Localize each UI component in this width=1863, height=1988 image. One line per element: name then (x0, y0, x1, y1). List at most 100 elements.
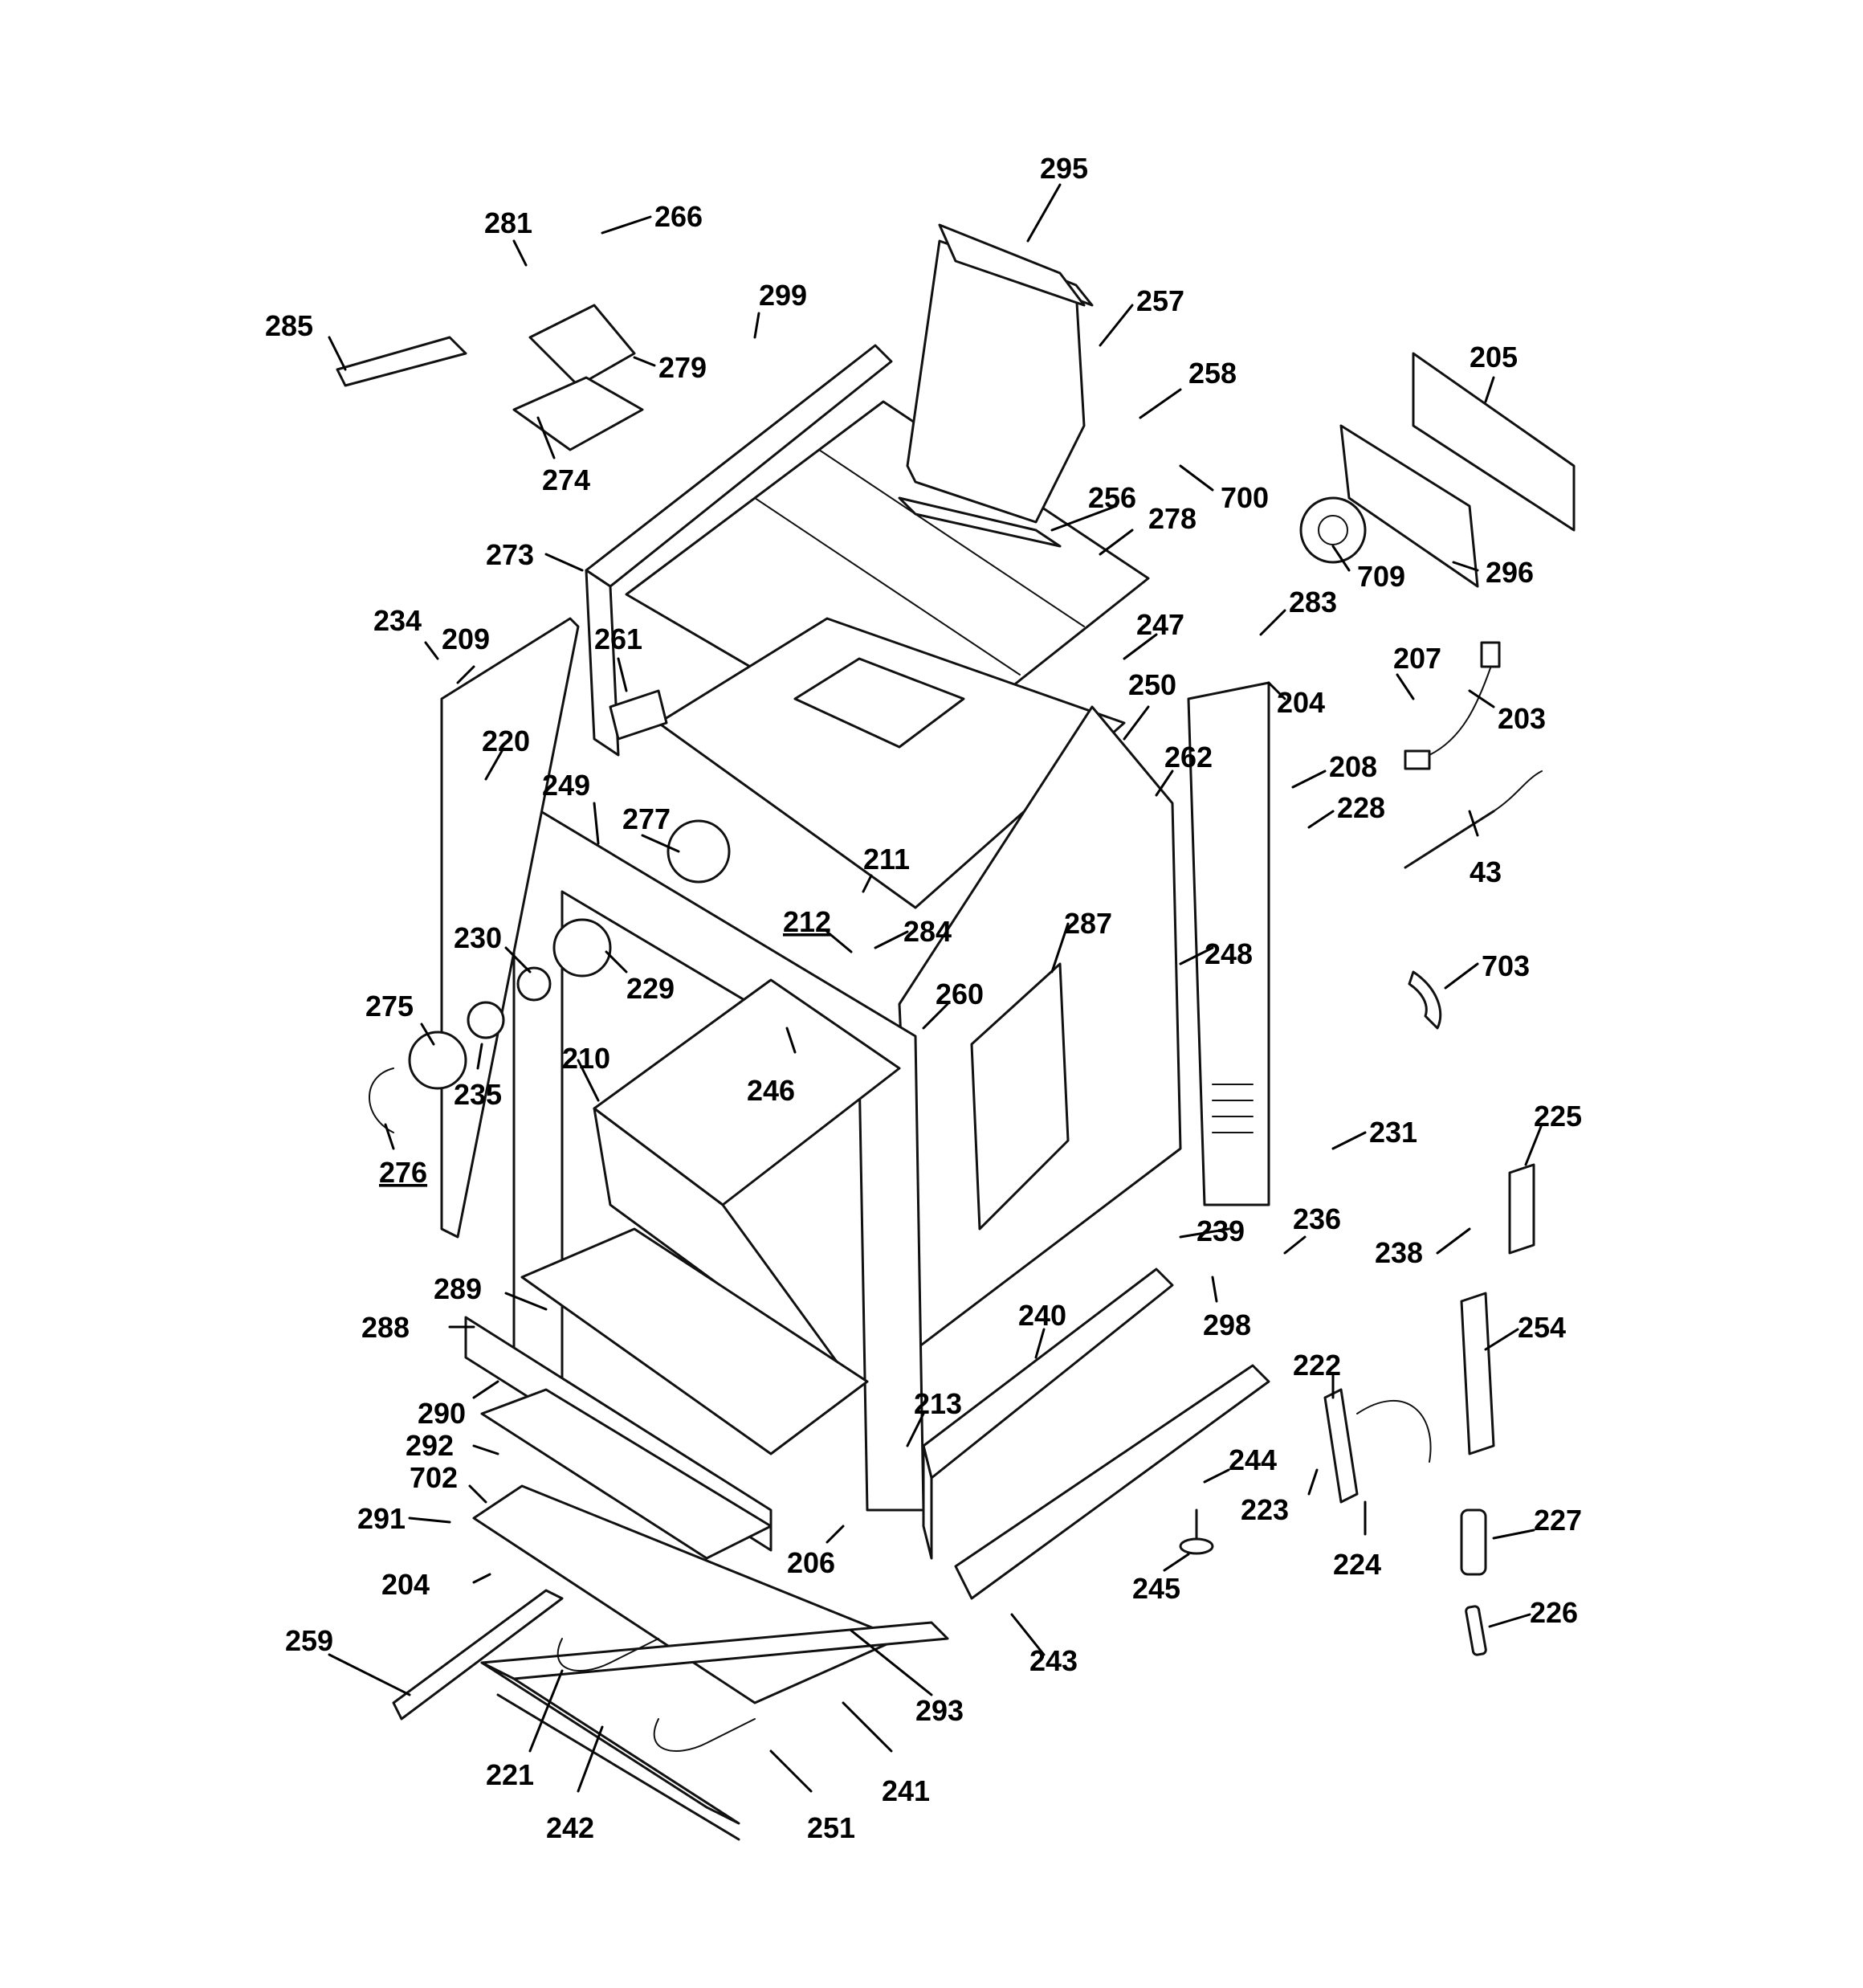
label-281: 281 (484, 206, 532, 239)
label-283: 283 (1289, 586, 1337, 618)
part-226-link (1465, 1605, 1487, 1656)
label-225: 225 (1534, 1100, 1582, 1133)
label-222: 222 (1293, 1349, 1341, 1382)
label-292: 292 (406, 1429, 454, 1462)
label-220: 220 (482, 725, 530, 757)
label-709: 709 (1357, 560, 1405, 593)
label-238: 238 (1375, 1236, 1423, 1269)
label-277: 277 (622, 802, 671, 835)
label-256: 256 (1088, 481, 1136, 514)
part-261-heat-shield (609, 689, 668, 741)
part-276-wire-clip (369, 1067, 394, 1133)
label-210: 210 (562, 1042, 610, 1075)
label-245: 245 (1132, 1572, 1180, 1605)
part-295-flue-cover (938, 223, 1086, 307)
part-labels: 295 266 281 299 257 285 279 258 205 274 … (265, 152, 1582, 1844)
label-274: 274 (542, 463, 590, 496)
label-278: 278 (1148, 502, 1196, 535)
label-700: 700 (1221, 481, 1269, 514)
label-247: 247 (1136, 608, 1184, 641)
label-223: 223 (1241, 1493, 1289, 1526)
label-246: 246 (747, 1074, 795, 1107)
part-235-bulb (467, 1001, 505, 1039)
part-43-thermostat-probe (1404, 770, 1543, 869)
label-209: 209 (442, 623, 490, 655)
label-43: 43 (1470, 855, 1502, 888)
label-266: 266 (654, 200, 703, 233)
label-276: 276 (379, 1156, 427, 1189)
part-703-bracket (1408, 970, 1442, 1030)
part-279-ignitor-assembly (528, 304, 636, 387)
label-229: 229 (626, 972, 675, 1005)
label-227: 227 (1534, 1504, 1582, 1537)
label-213: 213 (914, 1387, 962, 1420)
part-287-insulation (970, 962, 1070, 1231)
part-277-oven-vent (667, 819, 731, 884)
part-242-drawer-rail (496, 1693, 740, 1841)
label-244: 244 (1229, 1443, 1277, 1476)
part-227-spring (1460, 1508, 1487, 1576)
label-236: 236 (1293, 1202, 1341, 1235)
label-284: 284 (903, 915, 952, 948)
label-259: 259 (285, 1624, 333, 1657)
part-292-kick-plate (480, 1388, 773, 1560)
label-234: 234 (373, 604, 422, 637)
label-208: 208 (1329, 750, 1377, 783)
label-703: 703 (1482, 949, 1530, 982)
label-702: 702 (410, 1461, 458, 1494)
label-240: 240 (1018, 1299, 1066, 1332)
part-240-base-rail (922, 1268, 1174, 1560)
part-275-lamp-cover (408, 1031, 467, 1090)
label-251: 251 (807, 1811, 855, 1844)
part-205-back-cover (1412, 352, 1576, 532)
label-243: 243 (1029, 1644, 1078, 1677)
part-229-light-socket (552, 918, 612, 978)
label-296: 296 (1486, 556, 1534, 589)
label-295: 295 (1040, 152, 1088, 185)
part-241-drawer-bottom (480, 1621, 949, 1825)
part-274-plate (512, 376, 644, 451)
part-243-burner-tube (954, 1364, 1270, 1600)
label-261: 261 (594, 623, 642, 655)
part-oven-liner-top (657, 617, 1126, 909)
leader-lines (328, 183, 1543, 1793)
part-289-bottom-pan (520, 1227, 869, 1455)
label-239: 239 (1196, 1214, 1245, 1247)
label-289: 289 (434, 1272, 482, 1305)
label-262: 262 (1164, 741, 1213, 774)
label-207: 207 (1393, 642, 1441, 675)
label-228: 228 (1337, 791, 1385, 824)
part-285-bracket (336, 336, 467, 387)
part-259-drawer-slide (392, 1589, 564, 1721)
label-260: 260 (936, 978, 984, 1010)
label-287: 287 (1064, 907, 1112, 940)
label-250: 250 (1128, 668, 1176, 701)
part-256-gasket (898, 496, 1062, 548)
label-204a: 204 (1277, 686, 1325, 719)
label-212: 212 (783, 905, 831, 938)
part-245-leveling-leg (1179, 1508, 1214, 1555)
label-293: 293 (915, 1694, 964, 1727)
part-230-bulb-holder (516, 966, 552, 1002)
part-254-hinge (1460, 1292, 1495, 1455)
label-288: 288 (361, 1311, 410, 1344)
label-235: 235 (454, 1078, 502, 1111)
part-221-bake-element (556, 1638, 756, 1752)
part-709-vent-ring (1299, 496, 1367, 564)
label-249: 249 (542, 769, 590, 802)
label-279: 279 (658, 351, 707, 384)
label-211: 211 (863, 843, 910, 876)
part-246-oven-cavity (593, 978, 901, 1383)
part-296-back-panel (1339, 424, 1479, 588)
label-221: 221 (486, 1758, 534, 1791)
label-254: 254 (1518, 1311, 1566, 1344)
label-275: 275 (365, 990, 414, 1023)
label-290: 290 (418, 1397, 466, 1430)
part-209-left-side (440, 617, 580, 1239)
label-231: 231 (1369, 1116, 1417, 1149)
label-203: 203 (1498, 702, 1546, 735)
part-225-bracket (1508, 1163, 1535, 1255)
label-230: 230 (454, 921, 502, 954)
